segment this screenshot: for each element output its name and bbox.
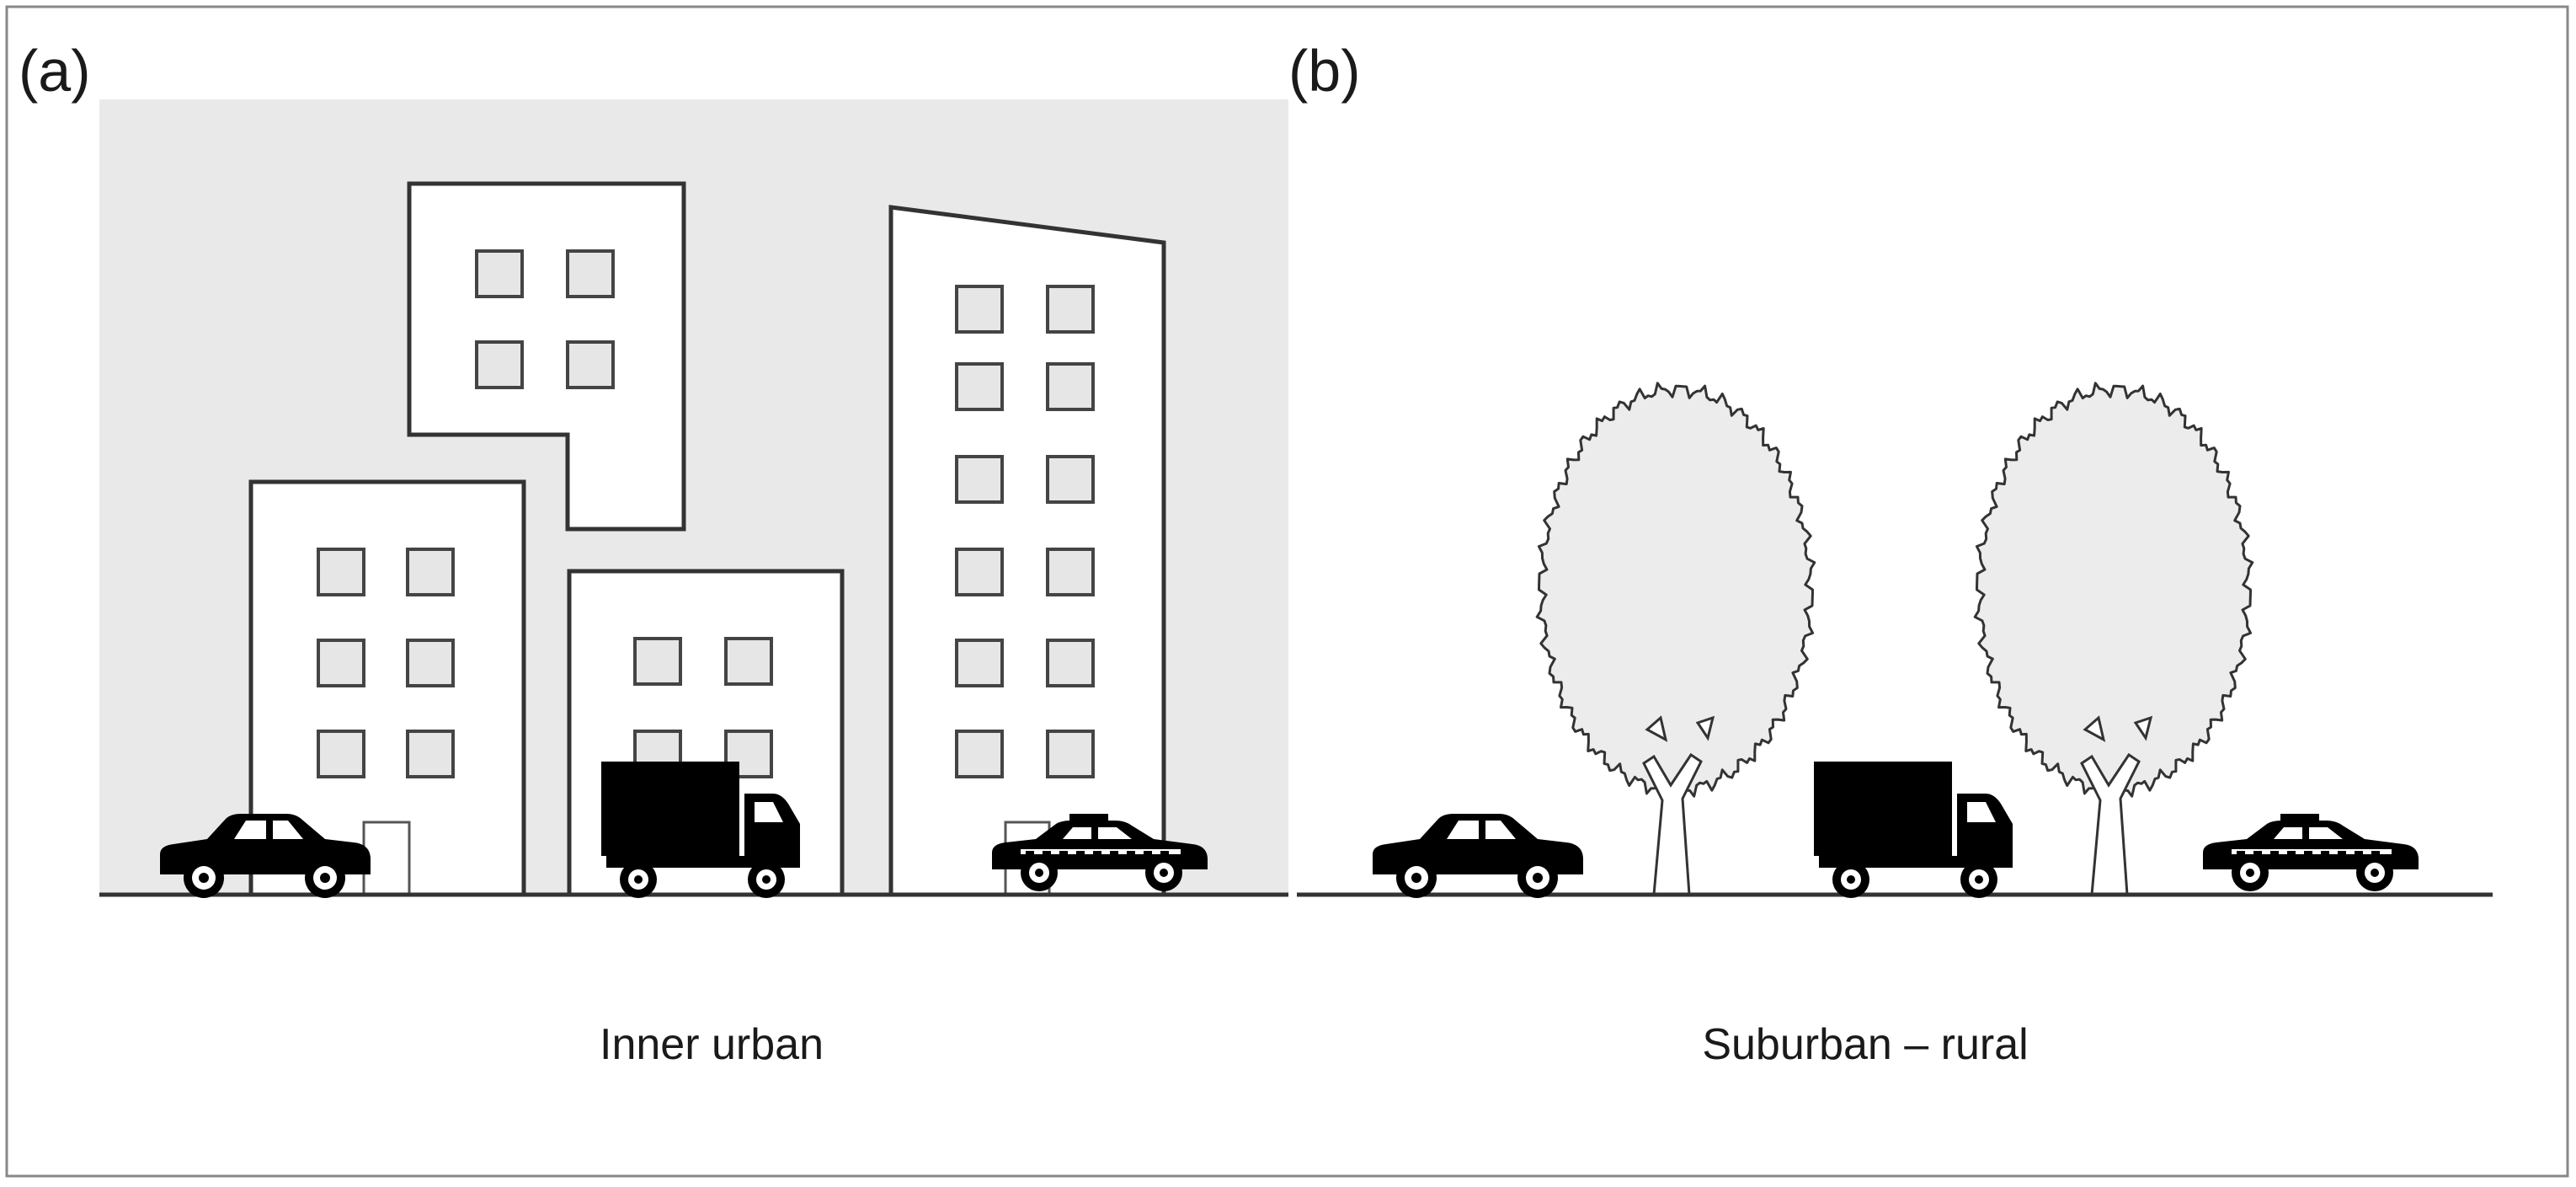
window [955,730,1004,778]
window [724,637,773,686]
window [475,340,524,389]
window [955,362,1004,411]
tree-icon [1973,382,2254,896]
building-right-tower [888,205,1166,897]
window [1046,639,1095,687]
building-door [362,821,411,896]
car-icon [1373,814,1583,898]
window [955,455,1004,504]
window [1046,730,1095,778]
window [406,730,455,778]
window [317,548,365,596]
window [1046,285,1095,334]
truck-icon [1814,762,2013,898]
window [955,639,1004,687]
window [317,730,365,778]
panel-a-caption: Inner urban [600,1020,824,1069]
window [955,285,1004,334]
window [317,639,365,687]
window [1046,455,1095,504]
window [566,340,615,389]
window [633,637,682,686]
panel-b [1297,382,2493,898]
window [406,639,455,687]
panel-a [99,99,1288,898]
window [475,249,524,298]
window [406,548,455,596]
building-windows [317,249,1095,778]
window [566,249,615,298]
taxi-icon [2203,814,2419,891]
window [1046,362,1095,411]
panel-b-caption: Suburban – rural [1702,1020,2029,1069]
window [1046,548,1095,596]
tree-icon [1535,382,1816,896]
window [955,548,1004,596]
panel-b-letter: (b) [1288,38,1361,104]
figure-frame [5,5,2569,1178]
panel-a-letter: (a) [19,38,91,104]
